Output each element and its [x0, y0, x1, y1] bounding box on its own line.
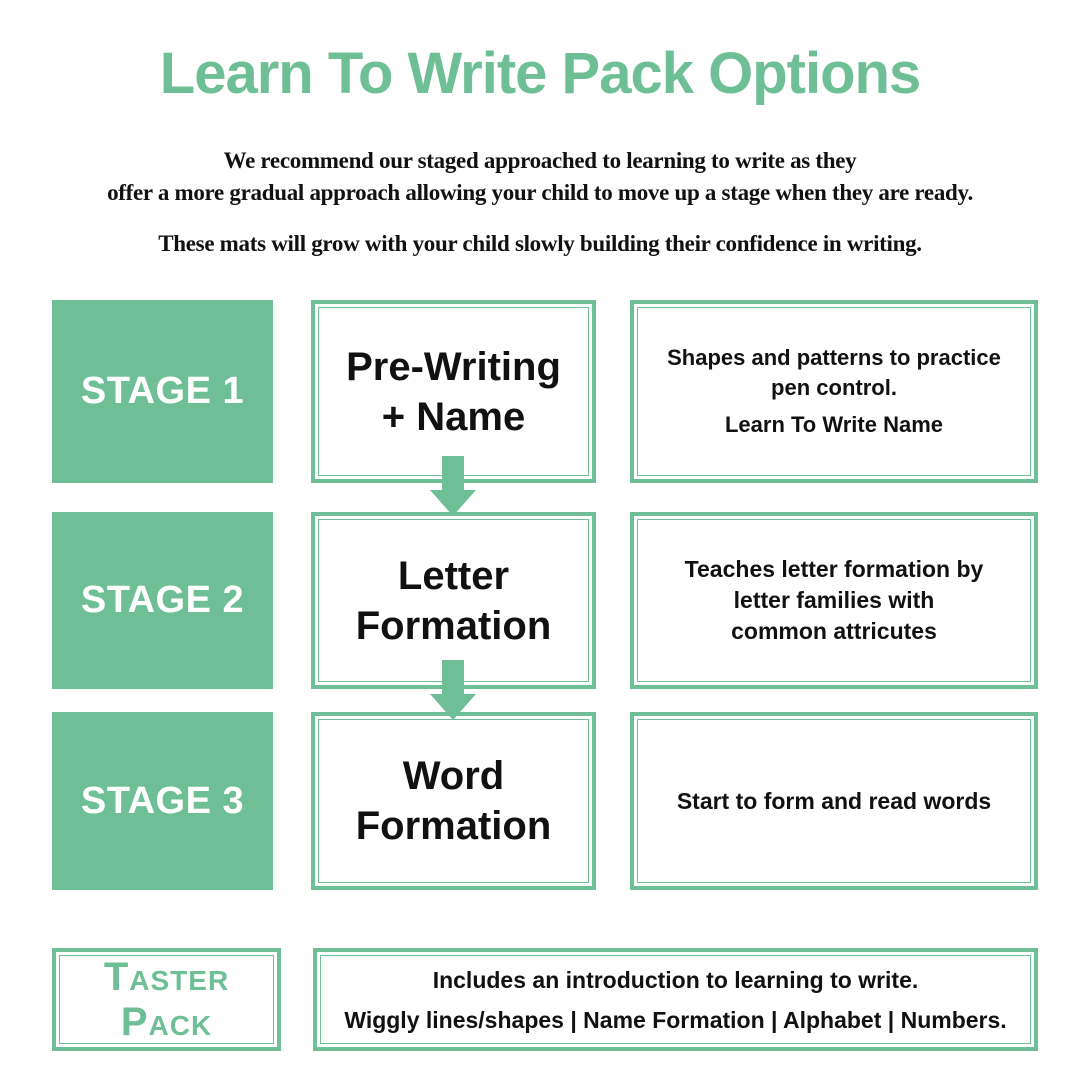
intro-line-3: These mats will grow with your child slo…: [158, 231, 922, 256]
taster-pack-label: Taster Pack: [103, 954, 230, 1044]
stage-3-badge: STAGE 3: [52, 712, 273, 890]
stage-1-description-box: Shapes and patterns to practice pen cont…: [630, 300, 1038, 483]
down-arrow-shaft: [442, 660, 464, 694]
intro-line-2: offer a more gradual approach allowing y…: [107, 180, 973, 205]
stage-1-badge: STAGE 1: [52, 300, 273, 483]
stage-3-pack-box: Word Formation: [311, 712, 596, 890]
down-arrow-icon: [430, 456, 476, 516]
taster-description-line-2: Wiggly lines/shapes | Name Formation | A…: [344, 1006, 1007, 1033]
stage-3-description-line-1: Start to form and read words: [676, 787, 992, 814]
stage-2-description-box: Teaches letter formation by letter famil…: [630, 512, 1038, 689]
stage-2-pack-title: Letter Formation: [356, 551, 552, 651]
down-arrow-head: [430, 490, 476, 516]
stage-3-pack-title: Word Formation: [356, 751, 552, 851]
stage-3-pack-line-1: Word: [402, 754, 505, 798]
stage-2-label: STAGE 2: [80, 579, 245, 621]
stage-1-description-para-2: Learn To Write Name: [724, 412, 943, 437]
stage-1-label: STAGE 1: [80, 370, 245, 412]
stage-3-description: Start to form and read words: [663, 786, 1005, 817]
stage-2-badge: STAGE 2: [52, 512, 273, 689]
page-title: Learn To Write Pack Options: [159, 41, 921, 106]
stage-1-description-para-1: Shapes and patterns to practice pen cont…: [667, 345, 1001, 400]
intro-line-1: We recommend our staged approached to le…: [223, 148, 857, 173]
stage-2-description: Teaches letter formation by letter famil…: [671, 554, 998, 647]
down-arrow-icon: [430, 660, 476, 720]
stage-2-pack-line-2: Formation: [355, 603, 552, 648]
intro-paragraph-2: These mats will grow with your child slo…: [0, 228, 1080, 260]
down-arrow-head: [430, 694, 476, 720]
down-arrow-shaft: [442, 456, 464, 490]
stage-2-pack-box: Letter Formation: [311, 512, 596, 689]
stage-3-label: STAGE 3: [80, 779, 245, 822]
intro-paragraph-1: We recommend our staged approached to le…: [0, 145, 1080, 209]
taster-pack-box: Taster Pack: [52, 948, 281, 1051]
stage-2-description-line-3: common attricutes: [731, 618, 937, 644]
stage-1-pack-title: Pre-Writing + Name: [346, 342, 561, 442]
stage-2-description-line-1: Teaches letter formation by: [684, 556, 984, 582]
stage-1-description: Shapes and patterns to practice pen cont…: [634, 336, 1034, 447]
stage-1-pack-line-2: + Name: [381, 394, 526, 439]
taster-pack-description-box: Includes an introduction to learning to …: [313, 948, 1038, 1051]
stage-3-pack-line-2: Formation: [355, 804, 552, 848]
stage-2-pack-line-1: Letter: [397, 553, 510, 598]
taster-description-line-1: Includes an introduction to learning to …: [432, 966, 919, 993]
stage-1-pack-line-1: Pre-Writing: [346, 344, 561, 389]
stage-2-description-line-2: letter families with: [733, 587, 935, 613]
taster-pack-description: Includes an introduction to learning to …: [338, 960, 1012, 1040]
stage-3-description-box: Start to form and read words: [630, 712, 1038, 890]
